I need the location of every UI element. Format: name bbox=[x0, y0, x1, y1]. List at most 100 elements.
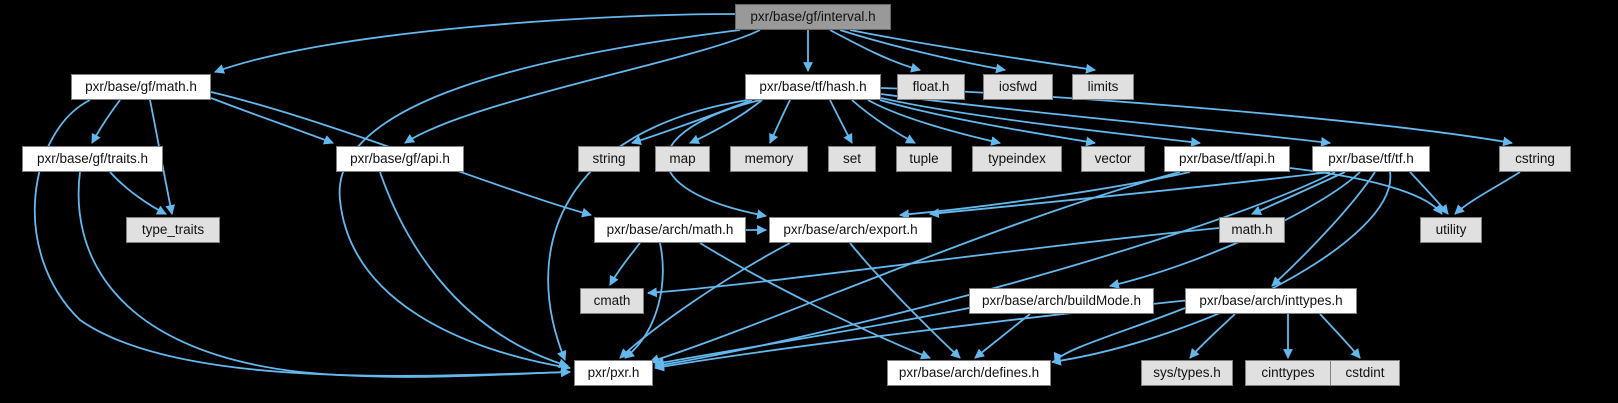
edge-tfhash-to-typeindex bbox=[867, 99, 1001, 146]
edge-tfapi-to-utility bbox=[1289, 167, 1443, 215]
node-mathh[interactable]: math.h bbox=[1219, 217, 1285, 243]
edge-tftf-to-mathh bbox=[1251, 171, 1346, 215]
node-label: pxr/base/arch/export.h bbox=[783, 222, 918, 238]
edge-archmath-to-pxrpxr bbox=[624, 242, 664, 359]
edge-interval-to-gfmath bbox=[214, 13, 736, 74]
node-label: vector bbox=[1094, 151, 1132, 167]
edge-tftf-to-utility bbox=[1409, 171, 1449, 215]
node-utility[interactable]: utility bbox=[1420, 217, 1482, 243]
node-label: tuple bbox=[909, 151, 939, 167]
node-label: pxr/base/arch/defines.h bbox=[898, 365, 1040, 381]
edge-interval-to-pxrpxr bbox=[338, 29, 741, 372]
node-cstdint[interactable]: cstdint bbox=[1330, 360, 1400, 386]
node-label: pxr/base/tf/tf.h bbox=[1328, 151, 1414, 167]
node-pxrpxr[interactable]: pxr/pxr.h bbox=[574, 360, 653, 386]
edge-tfhash-to-tftf bbox=[880, 93, 1331, 147]
edge-gfmath-to-pxrpxr bbox=[33, 99, 571, 378]
edge-tfhash-to-map bbox=[689, 99, 763, 144]
node-tuple[interactable]: tuple bbox=[896, 146, 952, 172]
node-string[interactable]: string bbox=[578, 146, 640, 172]
edge-inttypes-to-defines bbox=[1053, 307, 1186, 363]
edge-gfmath-to-gftraits bbox=[91, 99, 121, 144]
node-label: cstdint bbox=[1345, 365, 1385, 381]
node-typeindex[interactable]: typeindex bbox=[972, 146, 1062, 172]
node-vector[interactable]: vector bbox=[1081, 146, 1145, 172]
node-memory[interactable]: memory bbox=[730, 146, 808, 172]
node-label: type_traits bbox=[141, 222, 205, 238]
edge-archexport-to-pxrpxr bbox=[619, 242, 791, 359]
node-label: string bbox=[592, 151, 626, 167]
node-label: pxr/base/arch/buildMode.h bbox=[981, 293, 1142, 309]
edge-gftraits-to-typetraits bbox=[109, 171, 167, 215]
edge-tfhash-to-pxrpxr bbox=[547, 99, 749, 361]
node-map[interactable]: map bbox=[655, 146, 710, 172]
edge-archexport-to-defines bbox=[849, 242, 961, 359]
edge-tfhash-to-string bbox=[631, 99, 753, 145]
node-cinttypes[interactable]: cinttypes bbox=[1245, 360, 1331, 386]
edge-archmath-to-defines bbox=[699, 242, 931, 360]
edge-tftf-to-archexport bbox=[929, 171, 1331, 219]
node-interval[interactable]: pxr/base/gf/interval.h bbox=[735, 4, 891, 30]
edge-interval-to-iosfwd bbox=[839, 29, 1006, 74]
node-cstring[interactable]: cstring bbox=[1499, 146, 1571, 172]
node-tfapi[interactable]: pxr/base/tf/api.h bbox=[1164, 146, 1290, 172]
node-label: limits bbox=[1087, 79, 1119, 95]
node-label: pxr/base/gf/traits.h bbox=[36, 151, 149, 167]
node-archmath[interactable]: pxr/base/arch/math.h bbox=[594, 217, 746, 243]
edge-tfhash-to-memory bbox=[769, 99, 791, 144]
node-label: pxr/base/gf/api.h bbox=[350, 151, 450, 167]
edge-tftf-to-inttypes bbox=[1271, 171, 1376, 287]
node-iosfwd[interactable]: iosfwd bbox=[983, 74, 1053, 100]
node-label: memory bbox=[744, 151, 794, 167]
node-systypes[interactable]: sys/types.h bbox=[1141, 360, 1233, 386]
node-archexport[interactable]: pxr/base/arch/export.h bbox=[769, 217, 932, 243]
node-label: math.h bbox=[1231, 222, 1273, 238]
node-tfhash[interactable]: pxr/base/tf/hash.h bbox=[745, 74, 881, 100]
edge-tfhash-to-tuple bbox=[851, 99, 916, 144]
edge-tfapi-to-pxrpxr bbox=[649, 171, 1181, 364]
edge-gfmath-to-gfapi bbox=[210, 97, 334, 145]
node-label: cstring bbox=[1515, 151, 1555, 167]
node-typetraits[interactable]: type_traits bbox=[126, 217, 220, 243]
node-buildmode[interactable]: pxr/base/arch/buildMode.h bbox=[969, 288, 1154, 314]
node-label: map bbox=[669, 151, 696, 167]
node-label: pxr/base/gf/interval.h bbox=[750, 9, 876, 25]
node-gftraits[interactable]: pxr/base/gf/traits.h bbox=[22, 146, 163, 172]
edge-tftf-to-defines bbox=[1051, 171, 1391, 366]
edge-interval-to-limits bbox=[849, 29, 1096, 74]
node-label: pxr/base/tf/api.h bbox=[1178, 151, 1276, 167]
node-label: cmath bbox=[593, 293, 631, 309]
edge-cstring-to-utility bbox=[1454, 171, 1521, 215]
edge-inttypes-to-systypes bbox=[1189, 313, 1236, 359]
edge-archmath-to-cmath bbox=[609, 242, 641, 286]
node-label: set bbox=[842, 151, 861, 167]
node-label: pxr/base/gf/math.h bbox=[85, 79, 197, 95]
edge-gfapi-to-pxrpxr bbox=[379, 171, 569, 369]
node-tftf[interactable]: pxr/base/tf/tf.h bbox=[1312, 146, 1430, 172]
node-limits[interactable]: limits bbox=[1072, 74, 1134, 100]
node-label: iosfwd bbox=[998, 79, 1038, 95]
node-label: pxr/base/tf/hash.h bbox=[759, 79, 867, 95]
node-label: sys/types.h bbox=[1153, 365, 1221, 381]
node-set[interactable]: set bbox=[828, 146, 876, 172]
edge-inttypes-to-cstdint bbox=[1319, 313, 1361, 359]
node-inttypes[interactable]: pxr/base/arch/inttypes.h bbox=[1185, 288, 1357, 314]
edge-tfhash-to-set bbox=[829, 99, 853, 144]
edge-tfhash-to-vector bbox=[879, 99, 1096, 147]
node-label: typeindex bbox=[988, 151, 1046, 167]
node-floath[interactable]: float.h bbox=[897, 74, 965, 100]
edge-buildmode-to-pxrpxr bbox=[654, 307, 970, 368]
edge-tfhash-to-tfapi bbox=[880, 97, 1201, 147]
edge-tfapi-to-archexport bbox=[899, 171, 1191, 220]
node-label: pxr/base/arch/inttypes.h bbox=[1199, 293, 1343, 309]
node-label: cinttypes bbox=[1261, 365, 1315, 381]
node-gfapi[interactable]: pxr/base/gf/api.h bbox=[336, 146, 464, 172]
node-cmath[interactable]: cmath bbox=[580, 288, 644, 314]
node-label: float.h bbox=[912, 79, 950, 95]
node-gfmath[interactable]: pxr/base/gf/math.h bbox=[71, 74, 211, 100]
node-label: pxr/base/arch/math.h bbox=[606, 222, 734, 238]
node-defines[interactable]: pxr/base/arch/defines.h bbox=[887, 360, 1051, 386]
edge-interval-to-gfapi bbox=[404, 29, 761, 144]
